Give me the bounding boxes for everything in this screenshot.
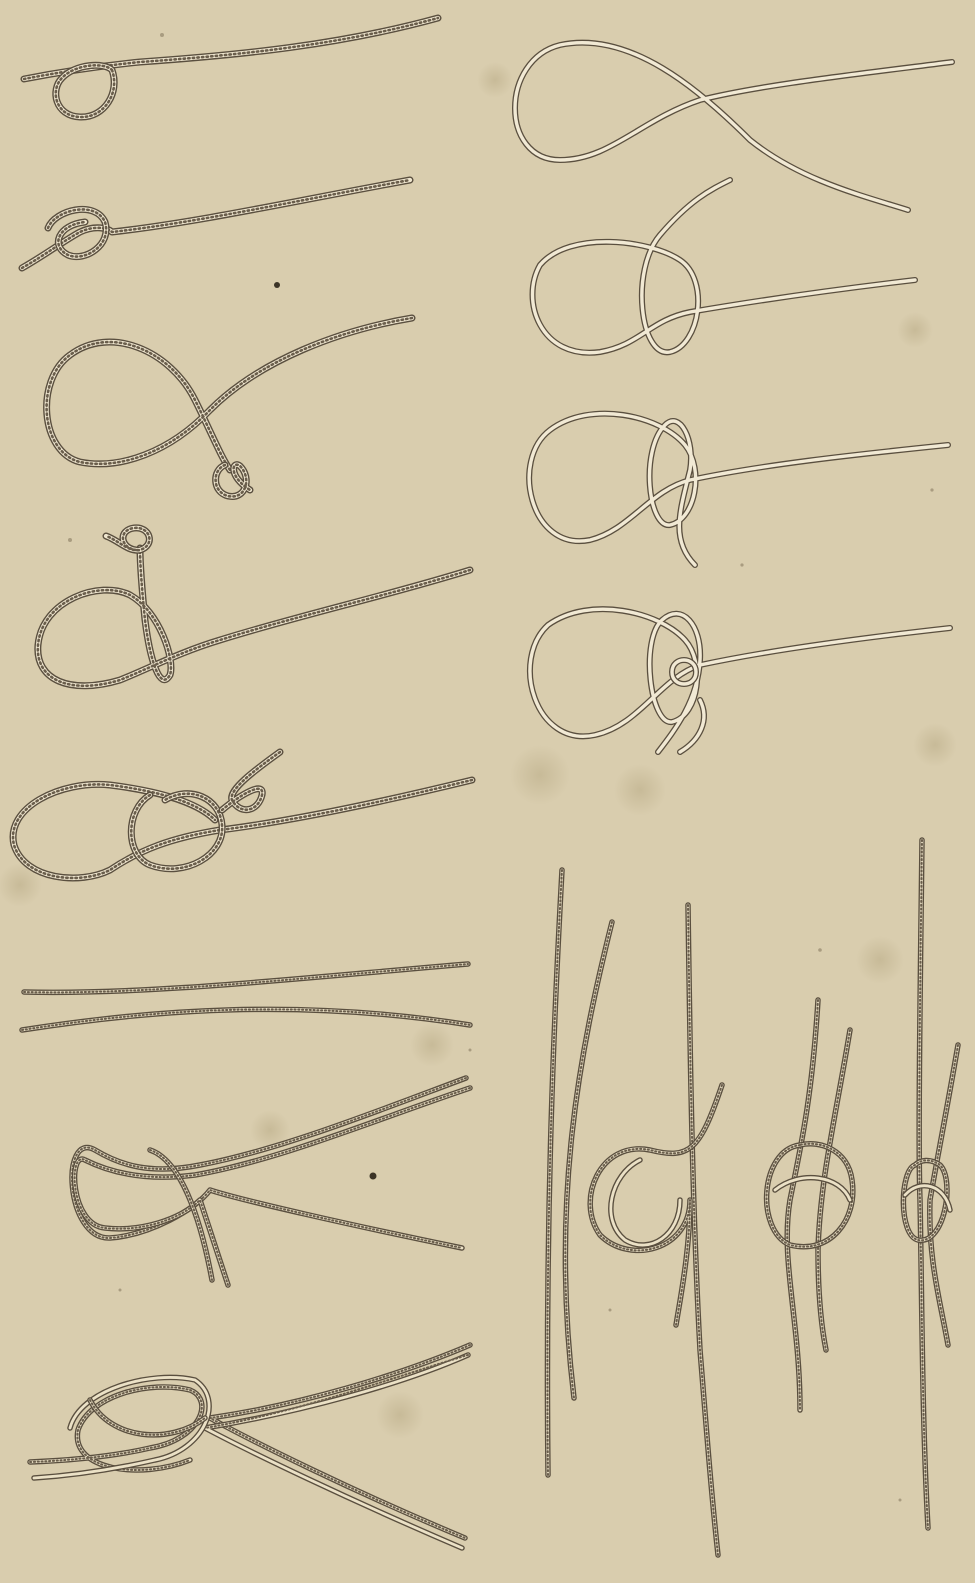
knot-illustration-plate	[0, 0, 975, 1583]
